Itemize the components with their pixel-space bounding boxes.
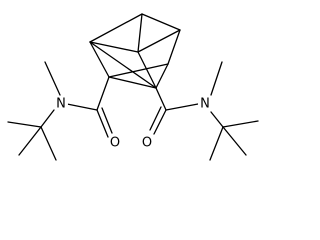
bond-left-n-methyl: [44, 61, 61, 96]
bond-left-n-tbu: [40, 109, 55, 128]
bond-cage-6: [137, 29, 181, 53]
left-amide: [7, 61, 113, 161]
bond-right-tbu-2: [209, 126, 224, 161]
atom-n1-bg: [54, 97, 68, 111]
bond-right-tbu-3: [222, 126, 247, 156]
bond-left-co-b: [101, 107, 113, 134]
atom-n2-bg: [198, 97, 212, 111]
bond-cage-to-left-carbonyl: [96, 76, 110, 111]
bond-cage-8: [137, 51, 157, 89]
cubane-cage: [89, 13, 181, 89]
atom-n2-label: N: [200, 97, 210, 112]
bond-cage-11: [155, 63, 169, 89]
bond-cage-1: [141, 13, 181, 31]
bond-cage-to-right-carbonyl: [155, 87, 167, 111]
atom-o1-bg: [108, 136, 122, 150]
bond-right-tbu-1: [222, 120, 259, 128]
bond-cage-2: [89, 13, 143, 43]
atom-n1-label: N: [56, 97, 66, 112]
structure-diagram: N O N O: [7, 13, 259, 161]
bond-cage-5: [89, 41, 110, 78]
bond-right-n-methyl: [210, 61, 223, 96]
bond-cage-12: [89, 41, 157, 89]
bond-left-tbu-2: [40, 126, 57, 161]
bond-right-co-a: [153, 109, 167, 135]
bond-left-carbonyl-to-n: [66, 103, 98, 111]
bond-left-tbu-1: [7, 121, 42, 128]
bond-left-tbu-3: [18, 126, 42, 156]
right-amide: [149, 61, 259, 161]
molecule-svg: N O N O: [7, 13, 259, 161]
bond-left-co-a: [96, 109, 109, 138]
bond-right-co-b: [149, 106, 162, 131]
atom-o2-bg: [140, 136, 154, 150]
bond-right-carbonyl-to-n: [165, 103, 199, 111]
bond-cage-10: [108, 76, 157, 89]
bond-cage-3: [137, 13, 143, 53]
bond-cage-4: [167, 29, 181, 65]
bond-cage-9: [108, 63, 169, 78]
atom-labels: N O N O: [54, 97, 212, 151]
bond-cage-7: [89, 41, 139, 53]
atom-o1-label: O: [110, 136, 120, 151]
atom-o2-label: O: [142, 136, 152, 151]
bond-right-n-tbu: [210, 111, 224, 128]
